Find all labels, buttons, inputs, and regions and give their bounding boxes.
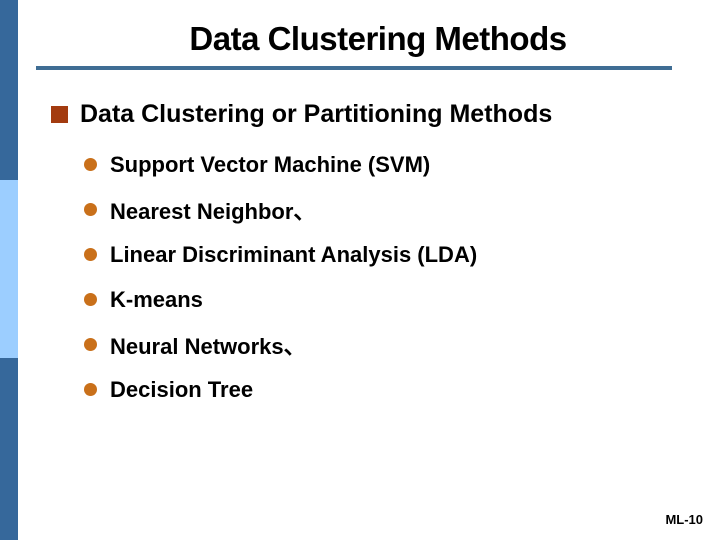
list-item: Decision Tree <box>84 367 477 412</box>
list-item-level1-label: Data Clustering or Partitioning Methods <box>80 100 553 128</box>
circle-bullet-icon <box>84 338 97 351</box>
circle-bullet-icon <box>84 203 97 216</box>
list-item-label: Decision Tree <box>110 376 254 402</box>
list-item-level1: Data Clustering or Partitioning Methods <box>51 100 552 129</box>
accent-bar-top-segment <box>0 0 18 180</box>
circle-bullet-icon <box>84 248 97 261</box>
list-item: Nearest Neighbor、 <box>84 187 477 232</box>
slide-title: Data Clustering Methods <box>189 20 567 57</box>
title-rule <box>36 66 672 70</box>
page-number-label: ML-10 <box>665 512 703 527</box>
list-item-label: K-means <box>110 286 203 312</box>
circle-bullet-icon <box>84 158 97 171</box>
list-item: Neural Networks、 <box>84 322 477 367</box>
accent-bar-bottom-segment <box>0 358 18 540</box>
list-item-label: Support Vector Machine (SVM) <box>110 151 431 177</box>
list-item-label: Neural Networks、 <box>110 333 306 359</box>
list-item-label: Nearest Neighbor、 <box>110 198 316 224</box>
accent-bar-middle-segment <box>0 180 18 358</box>
list-item: Support Vector Machine (SVM) <box>84 142 477 187</box>
accent-bar <box>0 0 18 540</box>
list-item-label: Linear Discriminant Analysis (LDA) <box>110 241 478 267</box>
circle-bullet-icon <box>84 383 97 396</box>
square-bullet-icon <box>51 106 68 123</box>
circle-bullet-icon <box>84 293 97 306</box>
list-item: K-means <box>84 277 477 322</box>
list-item: Linear Discriminant Analysis (LDA) <box>84 232 477 277</box>
bullet-list: Support Vector Machine (SVM) Nearest Nei… <box>84 142 477 412</box>
